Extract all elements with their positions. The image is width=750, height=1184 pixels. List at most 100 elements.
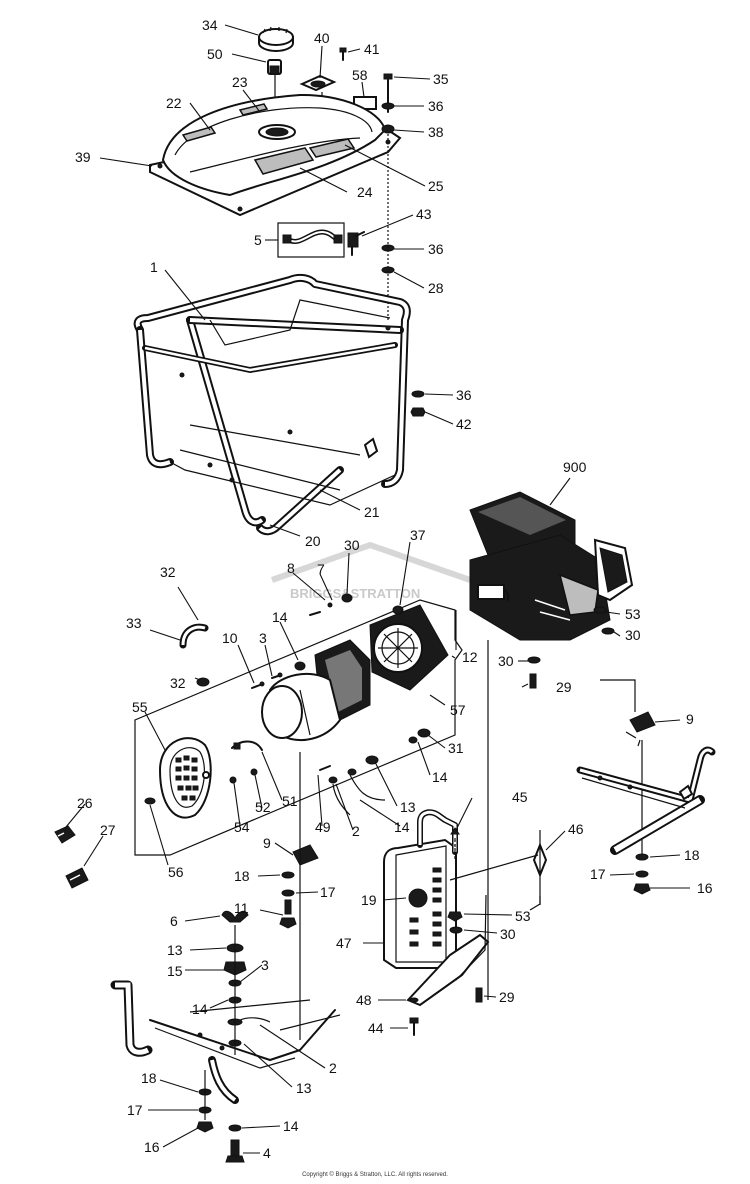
callout: 33 xyxy=(126,615,142,631)
tank-fastener-stack[interactable] xyxy=(381,73,395,320)
callout: 36 xyxy=(456,387,472,403)
callout: 19 xyxy=(361,892,377,908)
callout: 12 xyxy=(462,649,478,665)
callout: 32 xyxy=(160,564,176,580)
muffler-bracket[interactable] xyxy=(406,933,490,1007)
callout: 56 xyxy=(168,864,184,880)
callout: 45 xyxy=(512,789,528,805)
right-foot-bar[interactable] xyxy=(576,746,716,855)
callout: 16 xyxy=(144,1139,160,1155)
callout: 32 xyxy=(170,675,186,691)
callout: 34 xyxy=(202,17,218,33)
callout: 9 xyxy=(263,835,271,851)
callout: 30 xyxy=(500,926,516,942)
callout: 9 xyxy=(686,711,694,727)
callout: 30 xyxy=(498,653,514,669)
callout-labels: 34 50 40 41 23 22 58 35 36 38 39 24 25 4… xyxy=(75,17,713,1161)
callout: 41 xyxy=(364,41,380,57)
right-isolator[interactable] xyxy=(600,679,656,860)
left-isolator-stack[interactable] xyxy=(279,752,319,1040)
callout: 18 xyxy=(141,1070,157,1086)
callout: 40 xyxy=(314,30,330,46)
frame-washer[interactable] xyxy=(411,390,425,398)
frame[interactable] xyxy=(133,273,426,536)
callout: 48 xyxy=(356,992,372,1008)
callout: 43 xyxy=(416,206,432,222)
callout: 36 xyxy=(428,241,444,257)
engine[interactable] xyxy=(469,491,634,1000)
right-foot-fastener-stack[interactable] xyxy=(633,853,651,895)
corner-clip[interactable] xyxy=(65,867,89,889)
fuel-cap[interactable] xyxy=(258,26,294,52)
callout: 14 xyxy=(272,609,288,625)
fuel-tank-group xyxy=(149,26,402,320)
callout: 25 xyxy=(428,178,444,194)
end-cover-grille[interactable] xyxy=(158,737,212,819)
callout: 51 xyxy=(282,793,298,809)
callout: 49 xyxy=(315,819,331,835)
callout: 15 xyxy=(167,963,183,979)
callout: 21 xyxy=(364,504,380,520)
callout: 900 xyxy=(563,459,587,475)
left-bolt[interactable] xyxy=(225,1124,245,1163)
callout: 20 xyxy=(305,533,321,549)
callout: 5 xyxy=(254,232,262,248)
callout: 53 xyxy=(625,606,641,622)
watermark-logo: BRIGGS&STRATTON xyxy=(270,541,471,601)
fuel-shutoff-valve[interactable] xyxy=(347,231,365,256)
callout: 8 xyxy=(287,560,295,576)
callout: 14 xyxy=(394,819,410,835)
callout: 3 xyxy=(261,957,269,973)
fuel-tank[interactable] xyxy=(149,93,402,217)
wing-nut-stack[interactable] xyxy=(221,910,249,1055)
alternator-housing[interactable] xyxy=(261,672,342,741)
callout: 14 xyxy=(283,1118,299,1134)
callout: 22 xyxy=(166,95,182,111)
callout: 14 xyxy=(192,1001,208,1017)
callout: 29 xyxy=(499,989,515,1005)
callout: 3 xyxy=(259,630,267,646)
grille-fastener[interactable] xyxy=(144,797,156,805)
callout: 55 xyxy=(132,699,148,715)
callout: 13 xyxy=(296,1080,312,1096)
callout: 2 xyxy=(329,1060,337,1076)
callout: 16 xyxy=(697,880,713,896)
callout: 42 xyxy=(456,416,472,432)
callout: 18 xyxy=(684,847,700,863)
callout: 17 xyxy=(590,866,606,882)
frame-nut[interactable] xyxy=(410,407,426,417)
callout: 14 xyxy=(432,769,448,785)
leader-lines xyxy=(65,24,690,1154)
callout: 31 xyxy=(448,740,464,756)
callout: 6 xyxy=(170,913,178,929)
callout: 27 xyxy=(100,822,116,838)
callout: 1 xyxy=(150,259,158,275)
callout: 10 xyxy=(222,630,238,646)
left-foot-bar[interactable] xyxy=(110,980,341,1104)
callout: 53 xyxy=(515,908,531,924)
left-foot-fastener-stack[interactable] xyxy=(196,1070,214,1133)
callout: 7 xyxy=(317,561,325,577)
callout: 4 xyxy=(263,1145,271,1161)
corner-bumper[interactable] xyxy=(54,825,76,844)
callout: 2 xyxy=(352,823,360,839)
callout: 13 xyxy=(400,799,416,815)
muffler[interactable] xyxy=(383,809,458,969)
callout: 11 xyxy=(234,900,249,916)
callout: 46 xyxy=(568,821,584,837)
callout: 52 xyxy=(255,799,271,815)
fuel-line-kit[interactable] xyxy=(277,222,345,258)
muffler-hardware[interactable] xyxy=(409,827,548,1036)
callout: 13 xyxy=(167,942,183,958)
callout: 57 xyxy=(450,702,466,718)
callout: 54 xyxy=(234,819,250,835)
callout: 39 xyxy=(75,149,91,165)
callout: 36 xyxy=(428,98,444,114)
callout: 28 xyxy=(428,280,444,296)
callout: 17 xyxy=(127,1102,143,1118)
callout: 37 xyxy=(410,527,426,543)
gauge-screw[interactable] xyxy=(339,47,347,61)
stator-cover[interactable] xyxy=(369,604,449,691)
callout: 58 xyxy=(352,67,368,83)
